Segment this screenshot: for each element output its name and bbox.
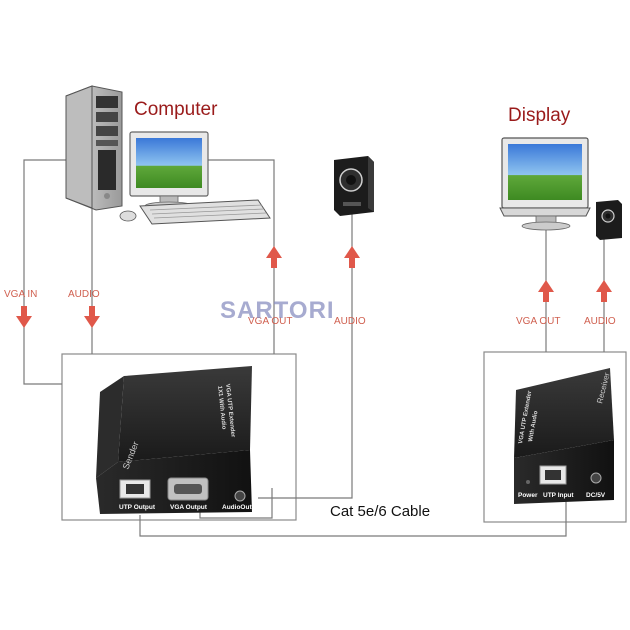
title-display: Display: [508, 105, 571, 126]
sender-port-audio: AudioOut: [222, 504, 252, 511]
receiver-top-text-2: With Audio: [528, 410, 539, 442]
sender-top-text-1: VGA UTP Extender: [224, 384, 236, 439]
label-vga-out-left: VGA OUT: [248, 316, 292, 327]
sender-port-vga: VGA Output: [170, 504, 208, 511]
title-computer: Computer: [134, 99, 218, 120]
speaker-right: [596, 200, 622, 240]
display-monitor: [499, 137, 591, 231]
receiver-port-utp: UTP Input: [543, 492, 574, 499]
connection-lines: [23, 159, 605, 537]
computer-monitor: [129, 131, 209, 211]
label-vga-in: VGA IN: [4, 289, 37, 300]
receiver-device: Receiver VGA UTP Extender With Audio Pow…: [514, 368, 614, 504]
label-vga-out-right: VGA OUT: [516, 316, 560, 327]
audio-out-port: [234, 490, 246, 502]
arrows: [16, 246, 612, 328]
arrow-up-audio-out-left: [344, 246, 360, 268]
receiver-port-dc: DC/5V: [586, 492, 606, 499]
computer-tower: [65, 85, 123, 211]
arrow-up-vga-out-left: [266, 246, 282, 268]
arrow-up-vga-out-right: [538, 280, 554, 302]
sender-top-text-2: 1X1 With Audio: [216, 386, 227, 430]
watermark: SARTORI: [220, 297, 335, 324]
cable-label: Cat 5e/6 Cable: [330, 503, 430, 520]
power-led: [526, 480, 530, 484]
speaker-left: [334, 156, 374, 216]
label-audio-out-left: AUDIO: [334, 316, 366, 327]
dc-power-port: [590, 472, 602, 484]
arrow-up-audio-out-right: [596, 280, 612, 302]
sender-port-utp: UTP Output: [119, 504, 156, 511]
sender-device: Sender VGA UTP Extender 1X1 With Audio U…: [96, 366, 252, 514]
arrow-down-audio-in: [84, 306, 100, 328]
label-audio-out-right: AUDIO: [584, 316, 616, 327]
arrow-down-vga-in: [16, 306, 32, 328]
label-audio-in: AUDIO: [68, 289, 100, 300]
keyboard: [139, 199, 271, 225]
mouse: [119, 210, 137, 222]
receiver-port-power: Power: [518, 492, 538, 499]
